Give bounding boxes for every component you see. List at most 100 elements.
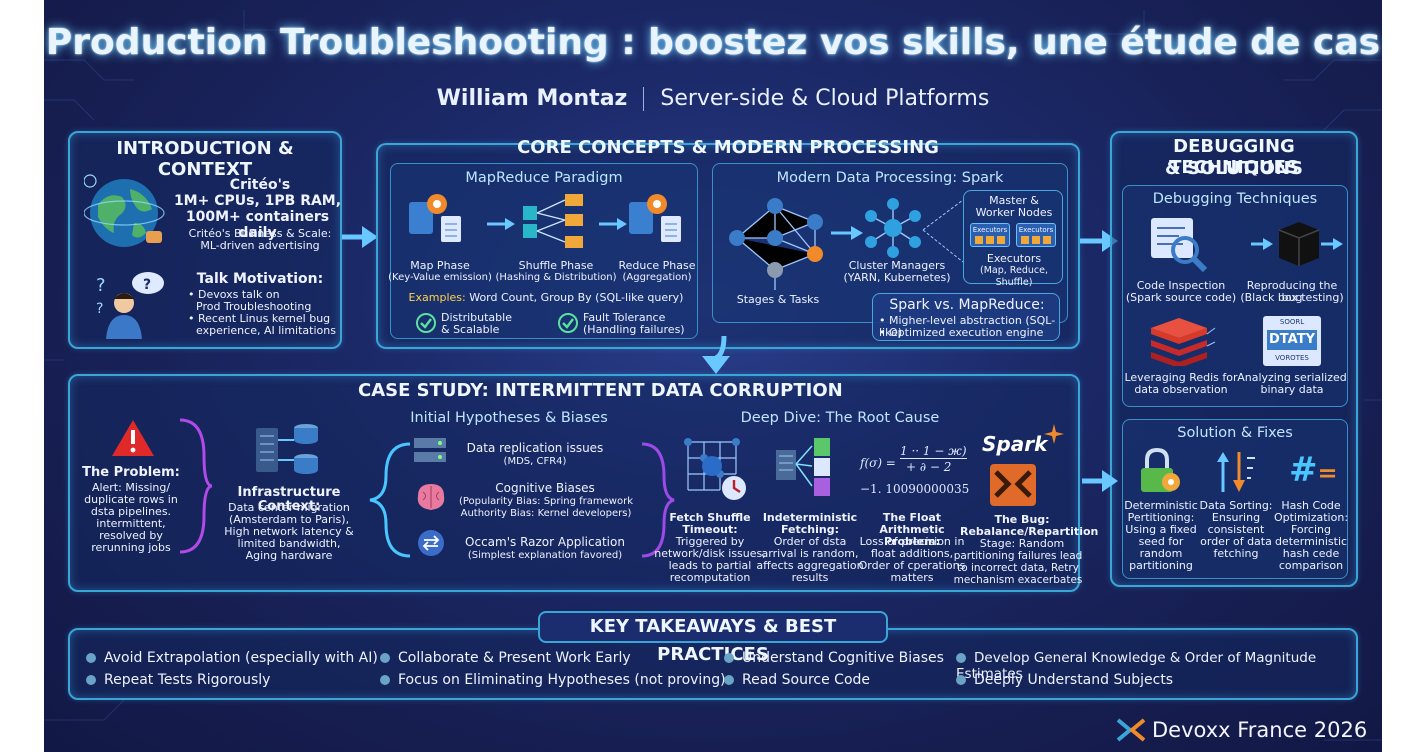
hash-code-desc-2: deterministic: [1274, 535, 1348, 548]
mapreduce-title: MapReduce Paradigm: [465, 170, 623, 186]
data-sorting-desc-4: fetching: [1213, 547, 1259, 560]
bullet-icon: [380, 653, 390, 663]
executor-node-icon: Executors: [970, 223, 1010, 247]
razor-icon: [418, 530, 444, 556]
reproduce-bug-label: Reproducing the bug: [1246, 279, 1338, 304]
bullet-icon: [86, 675, 96, 685]
criteo-stats-1: 1M+ CPUs, 1PB RAM,: [173, 193, 342, 209]
problem-line-3: dsta pipelines.: [90, 505, 172, 518]
solutions-box: Solution & Fixes Deterministic Pertition…: [1122, 419, 1348, 579]
hash-icon: #=: [1289, 450, 1338, 490]
motivation-bullet-1a: • Devoxs talk on: [188, 288, 280, 301]
bug-desc-1: Stage: Random: [979, 537, 1065, 550]
case-study-panel: CASE STUDY: INTERMITTENT DATA CORRUPTION…: [68, 374, 1098, 592]
occam-razor-label: Occam's Razor Application: [465, 535, 625, 549]
footer-brand: Devoxx France 2026: [1152, 718, 1368, 742]
replication-issue-label: Data replication issues: [466, 441, 604, 455]
fault-tolerance-label: Fault Tolerance: [583, 311, 666, 324]
occam-razor-desc: (Simplest explanation favored): [467, 550, 623, 561]
globe-icon: [84, 174, 165, 247]
infographic: Production Troubleshooting : boostez vos…: [44, 0, 1382, 752]
executors-label: Executors: [986, 252, 1042, 265]
map-phase-icon: [409, 194, 461, 242]
bug-desc-3: to incorrect data, Retry: [957, 562, 1079, 574]
deterministic-desc-4: partitioning: [1129, 559, 1193, 572]
spark-vs-mapreduce-box: Spark vs. MapReduce: • Migher-level abst…: [872, 293, 1060, 341]
fetch-shuffle-desc-4: recomputation: [669, 571, 751, 584]
mapreduce-examples: Examples: Word Count, Group By (SQL-like…: [401, 292, 691, 304]
fetch-shuffle-desc-3: leads to partial: [668, 559, 752, 572]
spark-vs-point-2: • Optimized execution engine: [879, 326, 1044, 339]
arrow-to-cluster: [831, 226, 863, 240]
infra-line-5: Aging hardware: [245, 549, 333, 562]
fault-tolerance-desc: (Handling failures): [583, 323, 685, 336]
takeaway-item: Avoid Extrapolation (especially with AI): [86, 650, 378, 666]
float-problem-desc-4: matters: [890, 571, 934, 584]
binary-data-desc: binary data: [1260, 383, 1324, 396]
stages-tasks-label: Stages & Tasks: [736, 293, 820, 306]
server-rack-icon: [414, 438, 446, 462]
bullet-icon: [724, 653, 734, 663]
binary-data-label: Analyzing serialized: [1237, 371, 1347, 384]
redis-icon: [1151, 318, 1216, 366]
svg-text:?: ?: [96, 275, 106, 296]
reproduce-bug-desc: (Black box testing): [1240, 291, 1344, 304]
debug-techniques-box: Debugging Techniques Code Inspection (Sp…: [1122, 185, 1348, 407]
motivation-bullet-1b: Prod Troubleshooting: [196, 300, 312, 313]
problem-line-1: Alert: Missing/: [91, 481, 171, 494]
indeterministic-title-2: Fetching:: [780, 523, 839, 536]
data-sorting-desc-2: consistent: [1207, 523, 1265, 536]
arrow-core-to-case: [702, 335, 730, 374]
fetch-shuffle-title-2: Timeout:: [682, 523, 738, 536]
worker-label: Worker Nodes: [975, 206, 1053, 219]
float-problem-desc-2: float additions,: [870, 547, 954, 560]
takeaway-item: Repeat Tests Rigorously: [86, 672, 270, 688]
arrow-map-to-shuffle: [487, 218, 515, 230]
main-title: Production Troubleshooting : boostez vos…: [45, 22, 1381, 63]
binary-data-icon: SOORL DTATY VOROTES: [1263, 316, 1321, 366]
cluster-managers-label: Cluster Managers: [848, 259, 946, 272]
spark-vs-point-1: • Migher-level abstraction (SQL-like): [879, 314, 1056, 339]
scalable-label: & Scalable: [441, 323, 500, 336]
data-sorting-desc-3: order of data: [1200, 535, 1272, 548]
data-sorting-label: Data Sorting:: [1199, 499, 1273, 512]
debug-heading-2: & SOLUTIONS: [1165, 158, 1303, 179]
redis-desc: data observation: [1134, 383, 1228, 396]
takeaway-item: Read Source Code: [724, 672, 870, 688]
techniques-title: Debugging Techniques: [1152, 191, 1318, 207]
infra-line-1: Data center migration: [228, 501, 350, 514]
cognitive-biases-label: Cognitive Biases: [495, 481, 595, 495]
bullet-icon: [956, 653, 966, 663]
spark-star-icon: [1044, 424, 1064, 444]
devoxx-logo-icon: [1116, 718, 1146, 742]
check-icon: [416, 313, 436, 333]
problem-title: The Problem:: [82, 465, 180, 480]
arrow-intro-to-core: [342, 226, 378, 248]
hypotheses-bracket: [641, 442, 675, 558]
intro-panel: INTRODUCTION & CONTEXT Critéo's 1M+ CPUs…: [68, 131, 342, 349]
indeterministic-fetch-icon: [776, 438, 830, 496]
infra-line-2: (Amsterdam to Paris),: [228, 513, 350, 526]
shuffle-phase-desc: (Hashing & Distribution): [495, 272, 617, 283]
svg-text:?: ?: [143, 277, 151, 293]
executor-node-icon: Executors: [1016, 223, 1056, 247]
criteo-stats-2: 100M+ containers daily: [185, 209, 330, 241]
lock-icon: [1141, 448, 1180, 492]
servers-database-icon: [256, 424, 318, 474]
float-problem-title-2: Arithmetic Problem:: [879, 523, 945, 548]
deterministic-desc-1: Using a fixed: [1125, 523, 1197, 536]
code-inspection-icon: [1151, 218, 1208, 273]
fetch-shuffle-desc-2: network/disk issues,: [654, 547, 766, 560]
indeterministic-title: Indeterministic: [762, 511, 858, 524]
problem-line-4: intermittent,: [96, 517, 166, 530]
fetch-shuffle-title: Fetch Shuffle: [669, 511, 751, 524]
examples-text: Word Count, Group By (SQL-like query): [469, 291, 684, 304]
takeaway-item: Deeply Understand Subjects: [956, 672, 1173, 688]
stages-tasks-graph-icon: [729, 198, 823, 290]
distributable-label: Distributable: [441, 311, 512, 324]
reduce-phase-icon: [629, 194, 681, 242]
cognitive-biases-desc-2: Authority Bias: Kernel developers): [460, 508, 632, 519]
business-2: ML-driven advertising: [200, 239, 320, 252]
debugging-panel: DEBUGGING TECHNIQUES & SOLUTIONS Debuggi…: [1110, 131, 1358, 587]
